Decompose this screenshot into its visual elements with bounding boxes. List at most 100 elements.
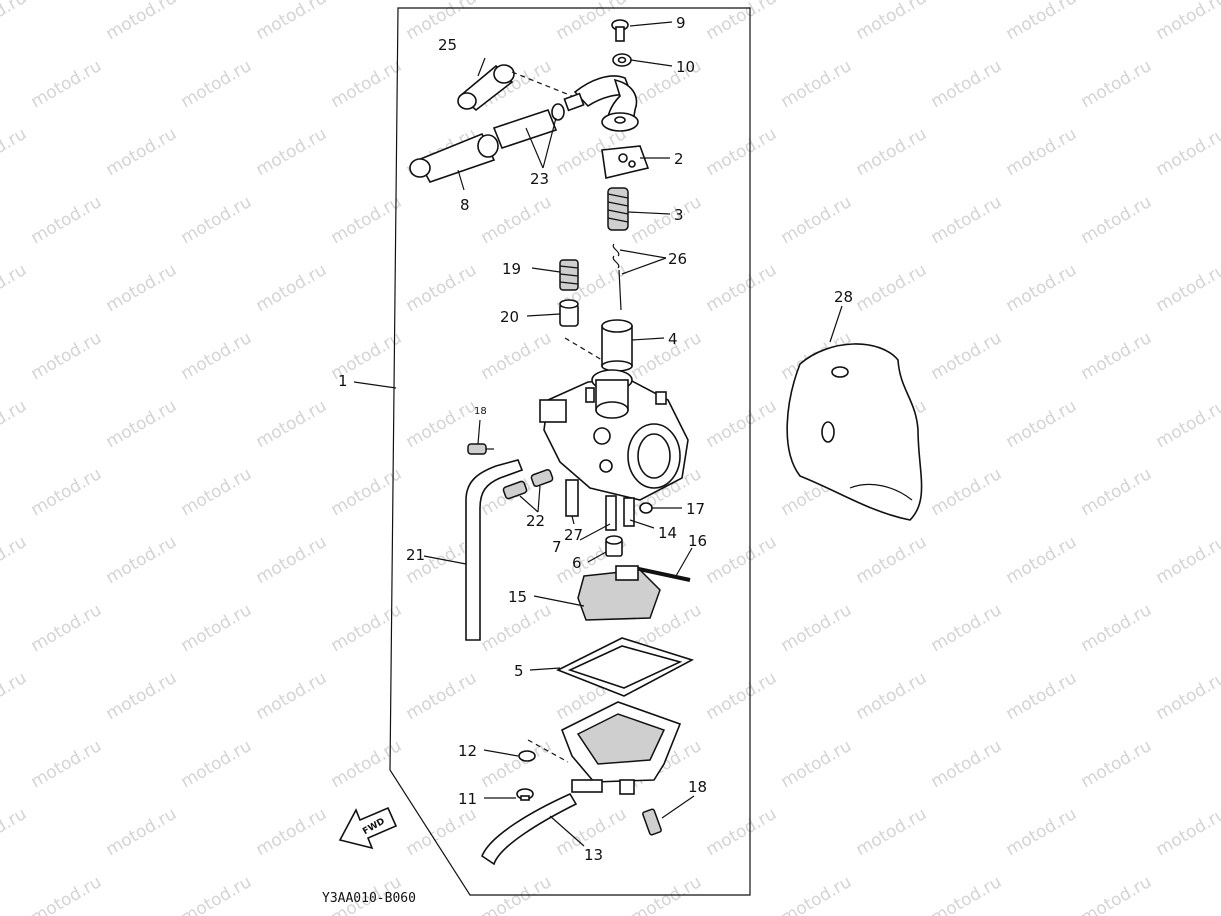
watermark-text: motod.ru <box>628 192 706 248</box>
watermark-text: motod.ru <box>103 0 181 44</box>
watermark-text: motod.ru <box>928 736 1006 792</box>
callout-3: 3 <box>674 206 684 224</box>
callout-25: 25 <box>438 36 457 54</box>
watermark-text: motod.ru <box>928 56 1006 112</box>
part-18-screw-upper <box>467 443 494 455</box>
leader-lines <box>353 21 843 847</box>
watermark-text: motod.ru <box>703 396 781 452</box>
callout-11: 11 <box>458 790 477 808</box>
watermark-text: motod.ru <box>403 396 481 452</box>
watermark-text: motod.ru <box>478 192 556 248</box>
part-15-float <box>577 565 661 621</box>
watermark-text: motod.ru <box>928 600 1006 656</box>
callout-17: 17 <box>686 500 705 518</box>
watermark-text: motod.ru <box>0 260 30 316</box>
callout-14: 14 <box>658 524 677 542</box>
callout-5: 5 <box>514 662 524 680</box>
part-3-spring <box>607 187 629 231</box>
callout-16: 16 <box>688 532 707 550</box>
part-19-spring <box>559 259 579 291</box>
watermark-text: motod.ru <box>1078 464 1156 520</box>
watermark-text: motod.ru <box>328 600 406 656</box>
watermark-text: motod.ru <box>703 124 781 180</box>
watermark-text: motod.ru <box>853 260 931 316</box>
watermark-text: motod.ru <box>703 804 781 860</box>
watermark-text: motod.ru <box>1003 668 1081 724</box>
callout-12: 12 <box>458 742 477 760</box>
watermark-text: motod.ru <box>178 872 256 916</box>
watermark-text: motod.ru <box>853 668 931 724</box>
callout-10: 10 <box>676 58 695 76</box>
watermark-text: motod.ru <box>178 736 256 792</box>
watermark-text: motod.ru <box>703 260 781 316</box>
carburetor-body <box>539 369 689 501</box>
watermark-text: motod.ru <box>778 600 856 656</box>
watermark-text: motod.ru <box>778 736 856 792</box>
watermark-text: motod.ru <box>28 328 106 384</box>
part-17-screw <box>639 502 653 514</box>
part-27-jet <box>565 479 579 517</box>
fwd-arrow: FWD <box>338 806 398 850</box>
watermark-text: motod.ru <box>28 56 106 112</box>
watermark-text: motod.ru <box>1003 260 1081 316</box>
part-21-tube <box>465 459 524 641</box>
watermark-text: motod.ru <box>1003 804 1081 860</box>
leader-20-4 <box>564 337 603 361</box>
watermark-text: motod.ru <box>28 872 106 916</box>
watermark-text: motod.ru <box>403 668 481 724</box>
drawing-code: Y3AA010-B060 <box>322 891 416 906</box>
watermark-text: motod.ru <box>703 532 781 588</box>
watermark-text: motod.ru <box>478 328 556 384</box>
watermark-text: motod.ru <box>1078 192 1156 248</box>
part-6-jet <box>605 535 623 557</box>
part-23-sleeve <box>492 103 565 149</box>
watermark-text: motod.ru <box>178 464 256 520</box>
watermark-text: motod.ru <box>1078 56 1156 112</box>
watermark-text: motod.ru <box>328 736 406 792</box>
watermark-text: motod.ru <box>28 736 106 792</box>
watermark-text: motod.ru <box>103 124 181 180</box>
watermark-text: motod.ru <box>253 668 331 724</box>
watermark-text: motod.ru <box>1153 532 1221 588</box>
watermark-text: motod.ru <box>928 464 1006 520</box>
watermark-text: motod.ru <box>103 396 181 452</box>
watermark-text: motod.ru <box>778 872 856 916</box>
callout-22: 22 <box>526 512 545 530</box>
watermark-text: motod.ru <box>1078 328 1156 384</box>
watermark-text: motod.ru <box>178 56 256 112</box>
watermark-text: motod.ru <box>628 872 706 916</box>
callout-27: 27 <box>564 526 583 544</box>
callout-8: 8 <box>460 196 470 214</box>
watermark-text: motod.ru <box>28 464 106 520</box>
watermark-text: motod.ru <box>1153 668 1221 724</box>
watermark-text: motod.ru <box>403 260 481 316</box>
watermark-text: motod.ru <box>178 600 256 656</box>
part-22-screws <box>502 469 554 500</box>
callout-18-lower: 18 <box>688 778 707 796</box>
watermark-text: motod.ru <box>0 532 30 588</box>
watermark-text: motod.ru <box>1153 396 1221 452</box>
watermark-text: motod.ru <box>1078 600 1156 656</box>
watermark-text: motod.ru <box>928 328 1006 384</box>
part-12-washer <box>518 750 536 762</box>
callout-19: 19 <box>502 260 521 278</box>
watermark-text: motod.ru <box>778 56 856 112</box>
part-5-gasket <box>556 637 695 697</box>
assembly-outline <box>389 7 751 896</box>
watermark-text: motod.ru <box>1003 0 1081 44</box>
watermark-text: motod.ru <box>178 192 256 248</box>
part-11-screw <box>516 788 534 801</box>
watermark-text: motod.ru <box>178 328 256 384</box>
callout-6: 6 <box>572 554 582 572</box>
callout-labels: 9 10 25 23 8 2 3 26 19 20 4 1 18 22 27 1… <box>338 14 853 864</box>
part-25-cap <box>457 64 515 112</box>
watermark-text: motod.ru <box>253 532 331 588</box>
callout-23: 23 <box>530 170 549 188</box>
watermark-text: motod.ru <box>628 328 706 384</box>
watermark-text: motod.ru <box>778 192 856 248</box>
watermark-text: motod.ru <box>0 0 30 44</box>
watermark-text: motod.ru <box>478 600 556 656</box>
watermark-text: motod.ru <box>403 804 481 860</box>
part-8-cover <box>409 132 499 183</box>
